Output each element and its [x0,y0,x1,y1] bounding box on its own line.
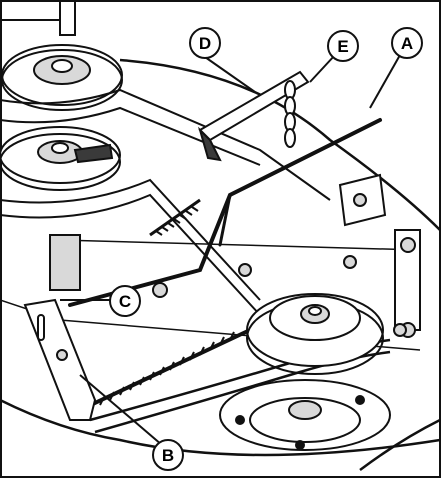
callout-b: B [152,439,184,471]
callout-e: E [327,30,359,62]
deck-bracket [0,0,76,36]
lever-arm [197,70,310,162]
callout-a: A [391,27,423,59]
upper-spring [149,198,201,237]
chain [284,80,296,148]
svg-text:E: E [337,37,348,56]
tension-spring [79,328,251,412]
bolts [152,255,407,337]
svg-text:B: B [162,446,174,465]
callout-d: D [189,27,221,59]
left-lower-pulley [0,126,121,191]
left-upper-pulley [1,44,123,111]
right-bracket [338,173,421,338]
lift-rod [68,118,382,307]
right-pulley [246,293,384,375]
blade-hub [219,379,391,451]
callout-leaders [60,54,401,446]
callout-c: C [109,285,141,317]
link-plate [23,234,97,421]
svg-text:D: D [199,34,211,53]
svg-text:C: C [119,292,131,311]
drive-belt [0,88,391,434]
svg-text:A: A [401,34,413,53]
